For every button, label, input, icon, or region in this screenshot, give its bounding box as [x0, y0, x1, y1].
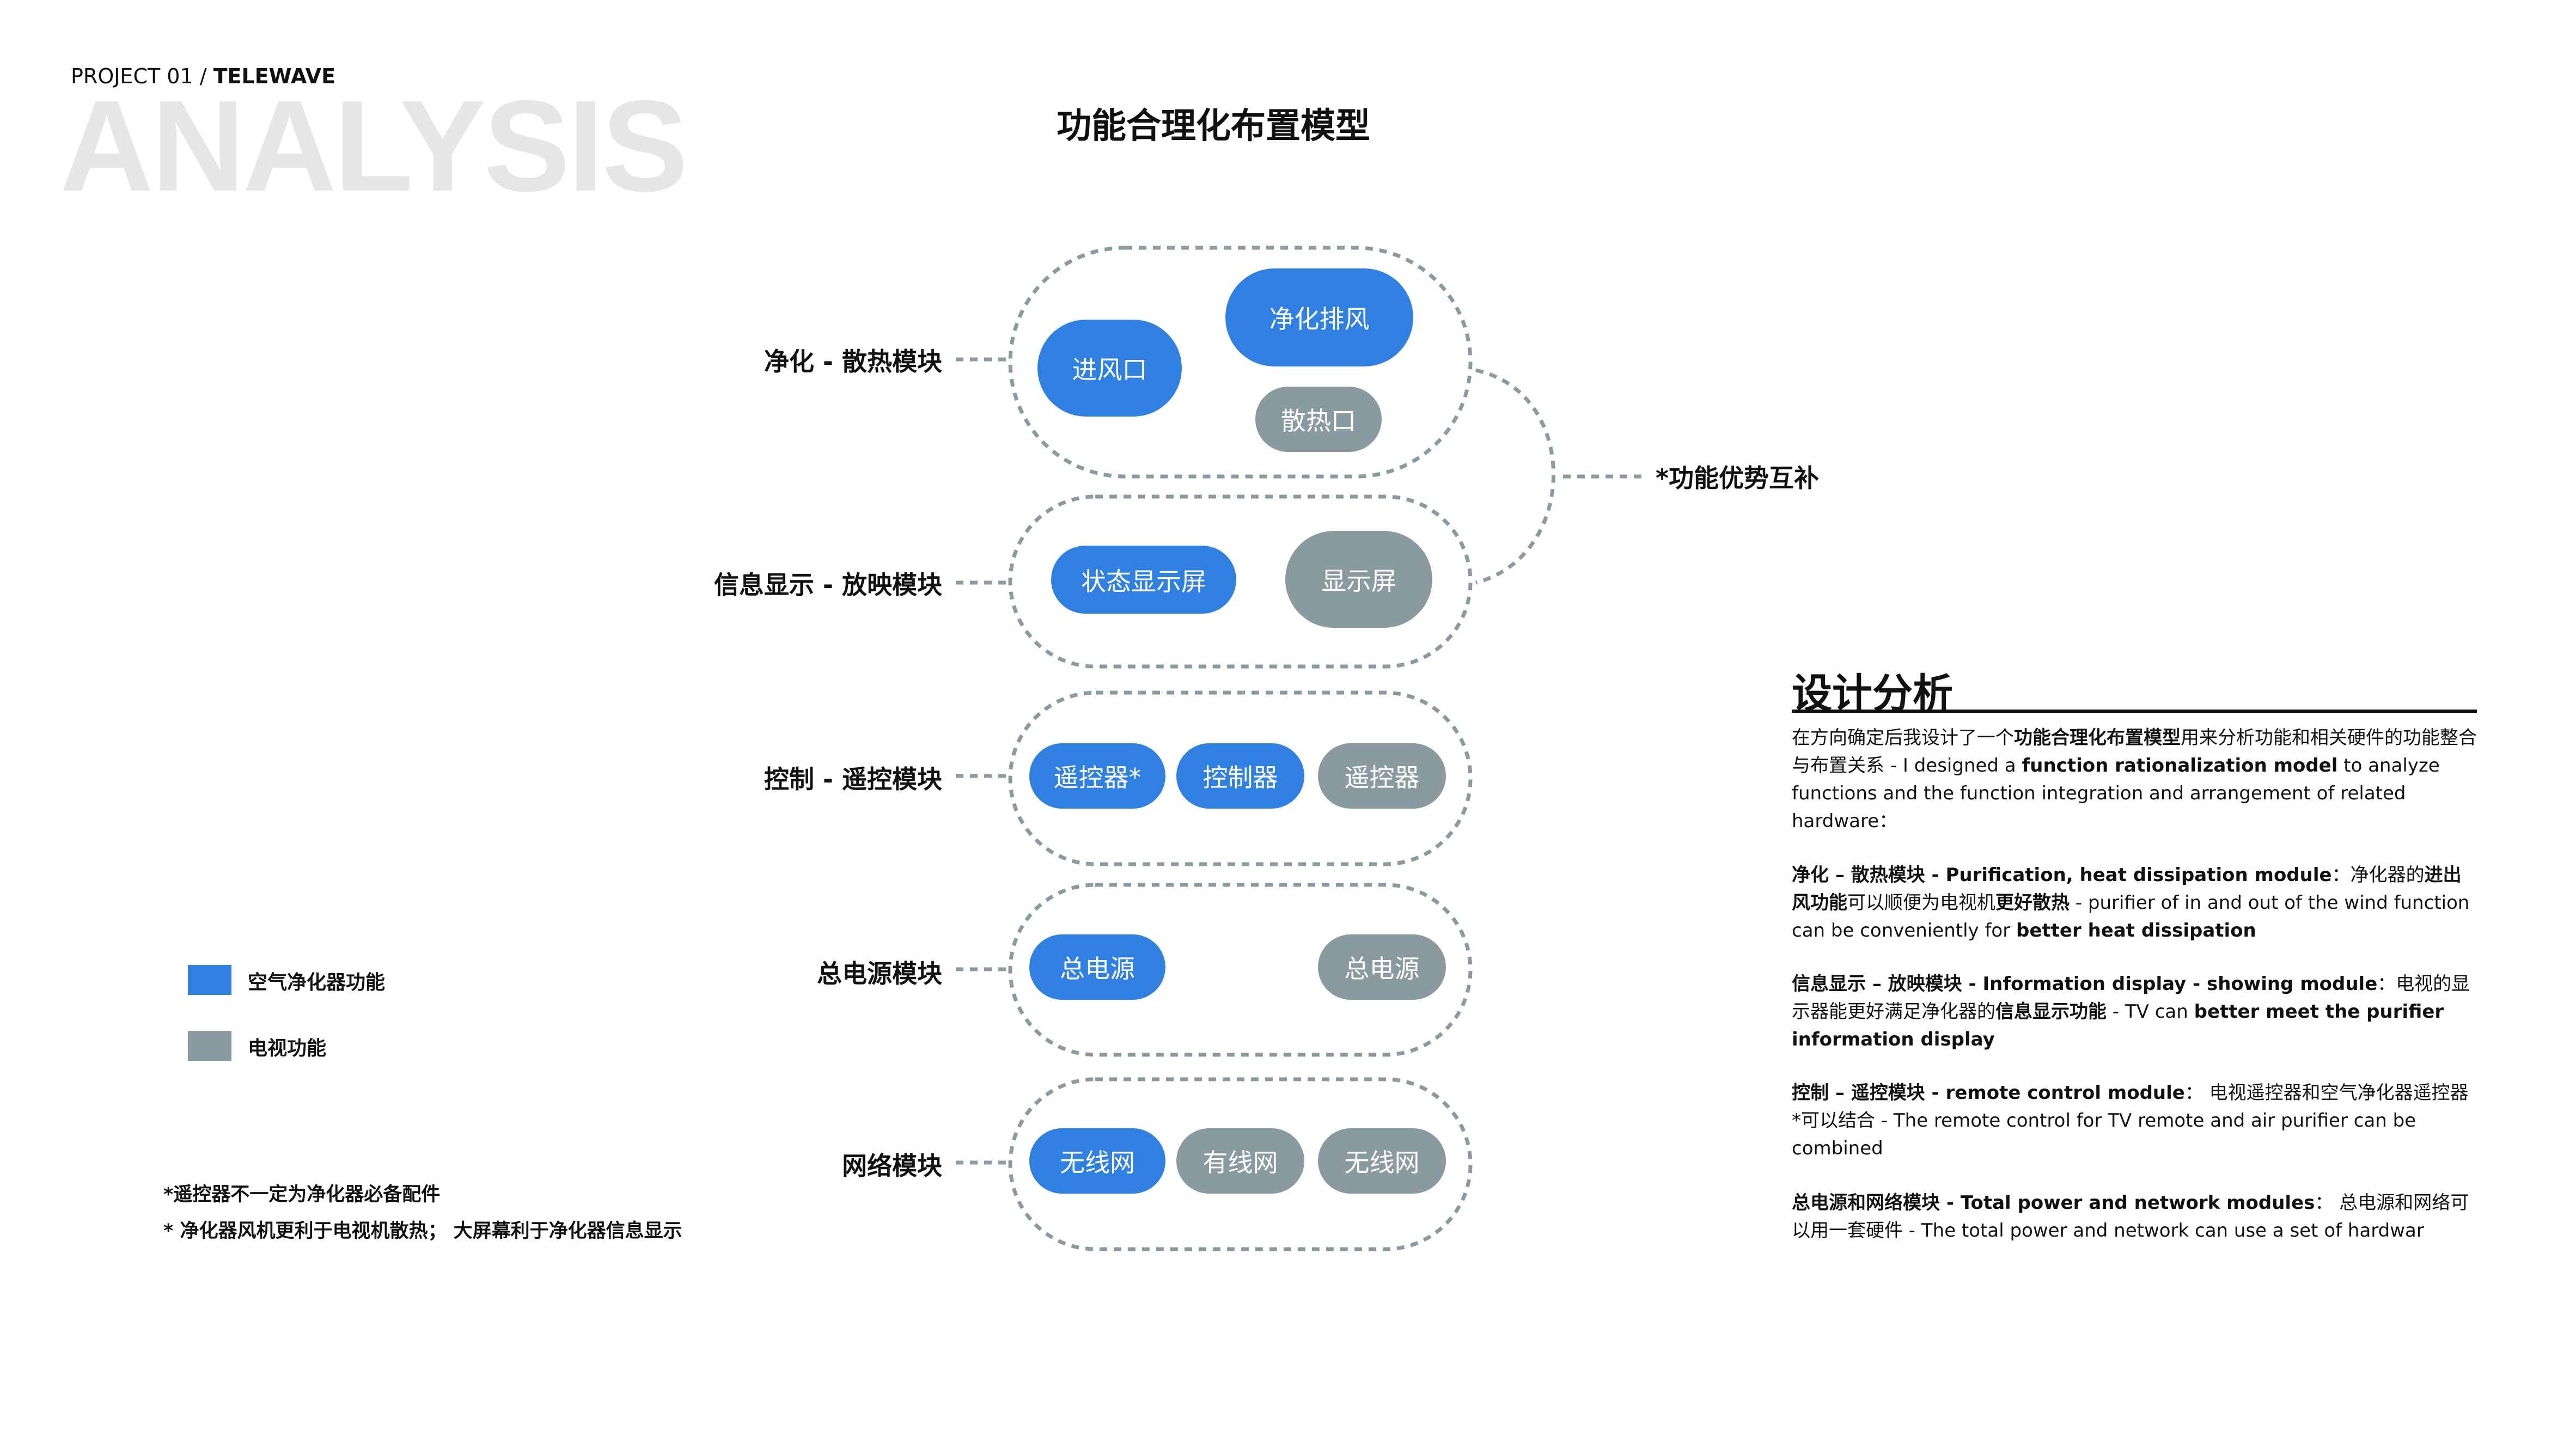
project-label: PROJECT 01 / TELEWAVE	[71, 64, 336, 88]
pill-tv-screen: 显示屏	[1285, 531, 1432, 628]
module-label-network: 网络模块	[842, 1151, 942, 1181]
module-container-power	[1008, 883, 1473, 1057]
pill-wifi-purifier: 无线网	[1029, 1128, 1165, 1194]
pill-power-tv: 总电源	[1318, 934, 1446, 1000]
pill-wifi-tv: 无线网	[1318, 1128, 1446, 1194]
module-container-network	[1008, 1077, 1473, 1251]
analysis-watermark: ANALYSIS	[60, 74, 688, 218]
module-container-purify	[1008, 246, 1473, 479]
pill-air-inlet: 进风口	[1037, 320, 1182, 417]
analysis-intro: 在方向确定后我设计了一个功能合理化布置模型用来分析功能和相关硬件的功能整合与布置…	[1792, 727, 2477, 832]
module-container-control	[1008, 690, 1473, 866]
pill-power-purifier: 总电源	[1029, 934, 1165, 1000]
note-remote: *遥控器不一定为净化器必备配件	[163, 1184, 441, 1206]
pill-status-screen: 状态显示屏	[1051, 546, 1236, 614]
pill-purify-exhaust: 净化排风	[1225, 268, 1413, 366]
analysis-divider	[1792, 710, 2477, 713]
analysis-heading: 设计分析	[1792, 670, 1953, 717]
module-label-purify: 净化 - 散热模块	[764, 347, 942, 376]
legend-label-tv: 电视功能	[248, 1037, 327, 1060]
pill-wired-tv: 有线网	[1176, 1128, 1304, 1194]
pill-heat-vent: 散热口	[1255, 387, 1382, 452]
pill-remote-purifier: 遥控器*	[1029, 743, 1165, 809]
module-container-display	[1008, 494, 1473, 669]
module-label-power: 总电源模块	[817, 959, 942, 988]
diagram-title: 功能合理化布置模型	[1057, 106, 1370, 146]
legend-label-purifier: 空气净化器功能	[248, 971, 386, 994]
module-label-display: 信息显示 - 放映模块	[713, 570, 942, 600]
pill-controller: 控制器	[1176, 743, 1304, 809]
analysis-power-network: 总电源和网络模块 - Total power and network modul…	[1792, 1192, 2469, 1242]
analysis-display: 信息显示 – 放映模块 - Information display - show…	[1792, 973, 2470, 1050]
complement-annotation: *功能优势互补	[1656, 463, 1820, 493]
legend-swatch-purifier	[188, 965, 231, 995]
analysis-control: 控制 – 遥控模块 - remote control module： 电视遥控器…	[1792, 1082, 2469, 1159]
module-label-control: 控制 - 遥控模块	[764, 765, 942, 794]
legend-swatch-tv	[188, 1031, 231, 1061]
pill-remote-tv: 遥控器	[1318, 743, 1446, 809]
note-benefit: * 净化器风机更利于电视机散热； 大屏幕利于净化器信息显示	[163, 1220, 682, 1242]
analysis-purify: 净化 – 散热模块 - Purification, heat dissipati…	[1792, 864, 2470, 941]
